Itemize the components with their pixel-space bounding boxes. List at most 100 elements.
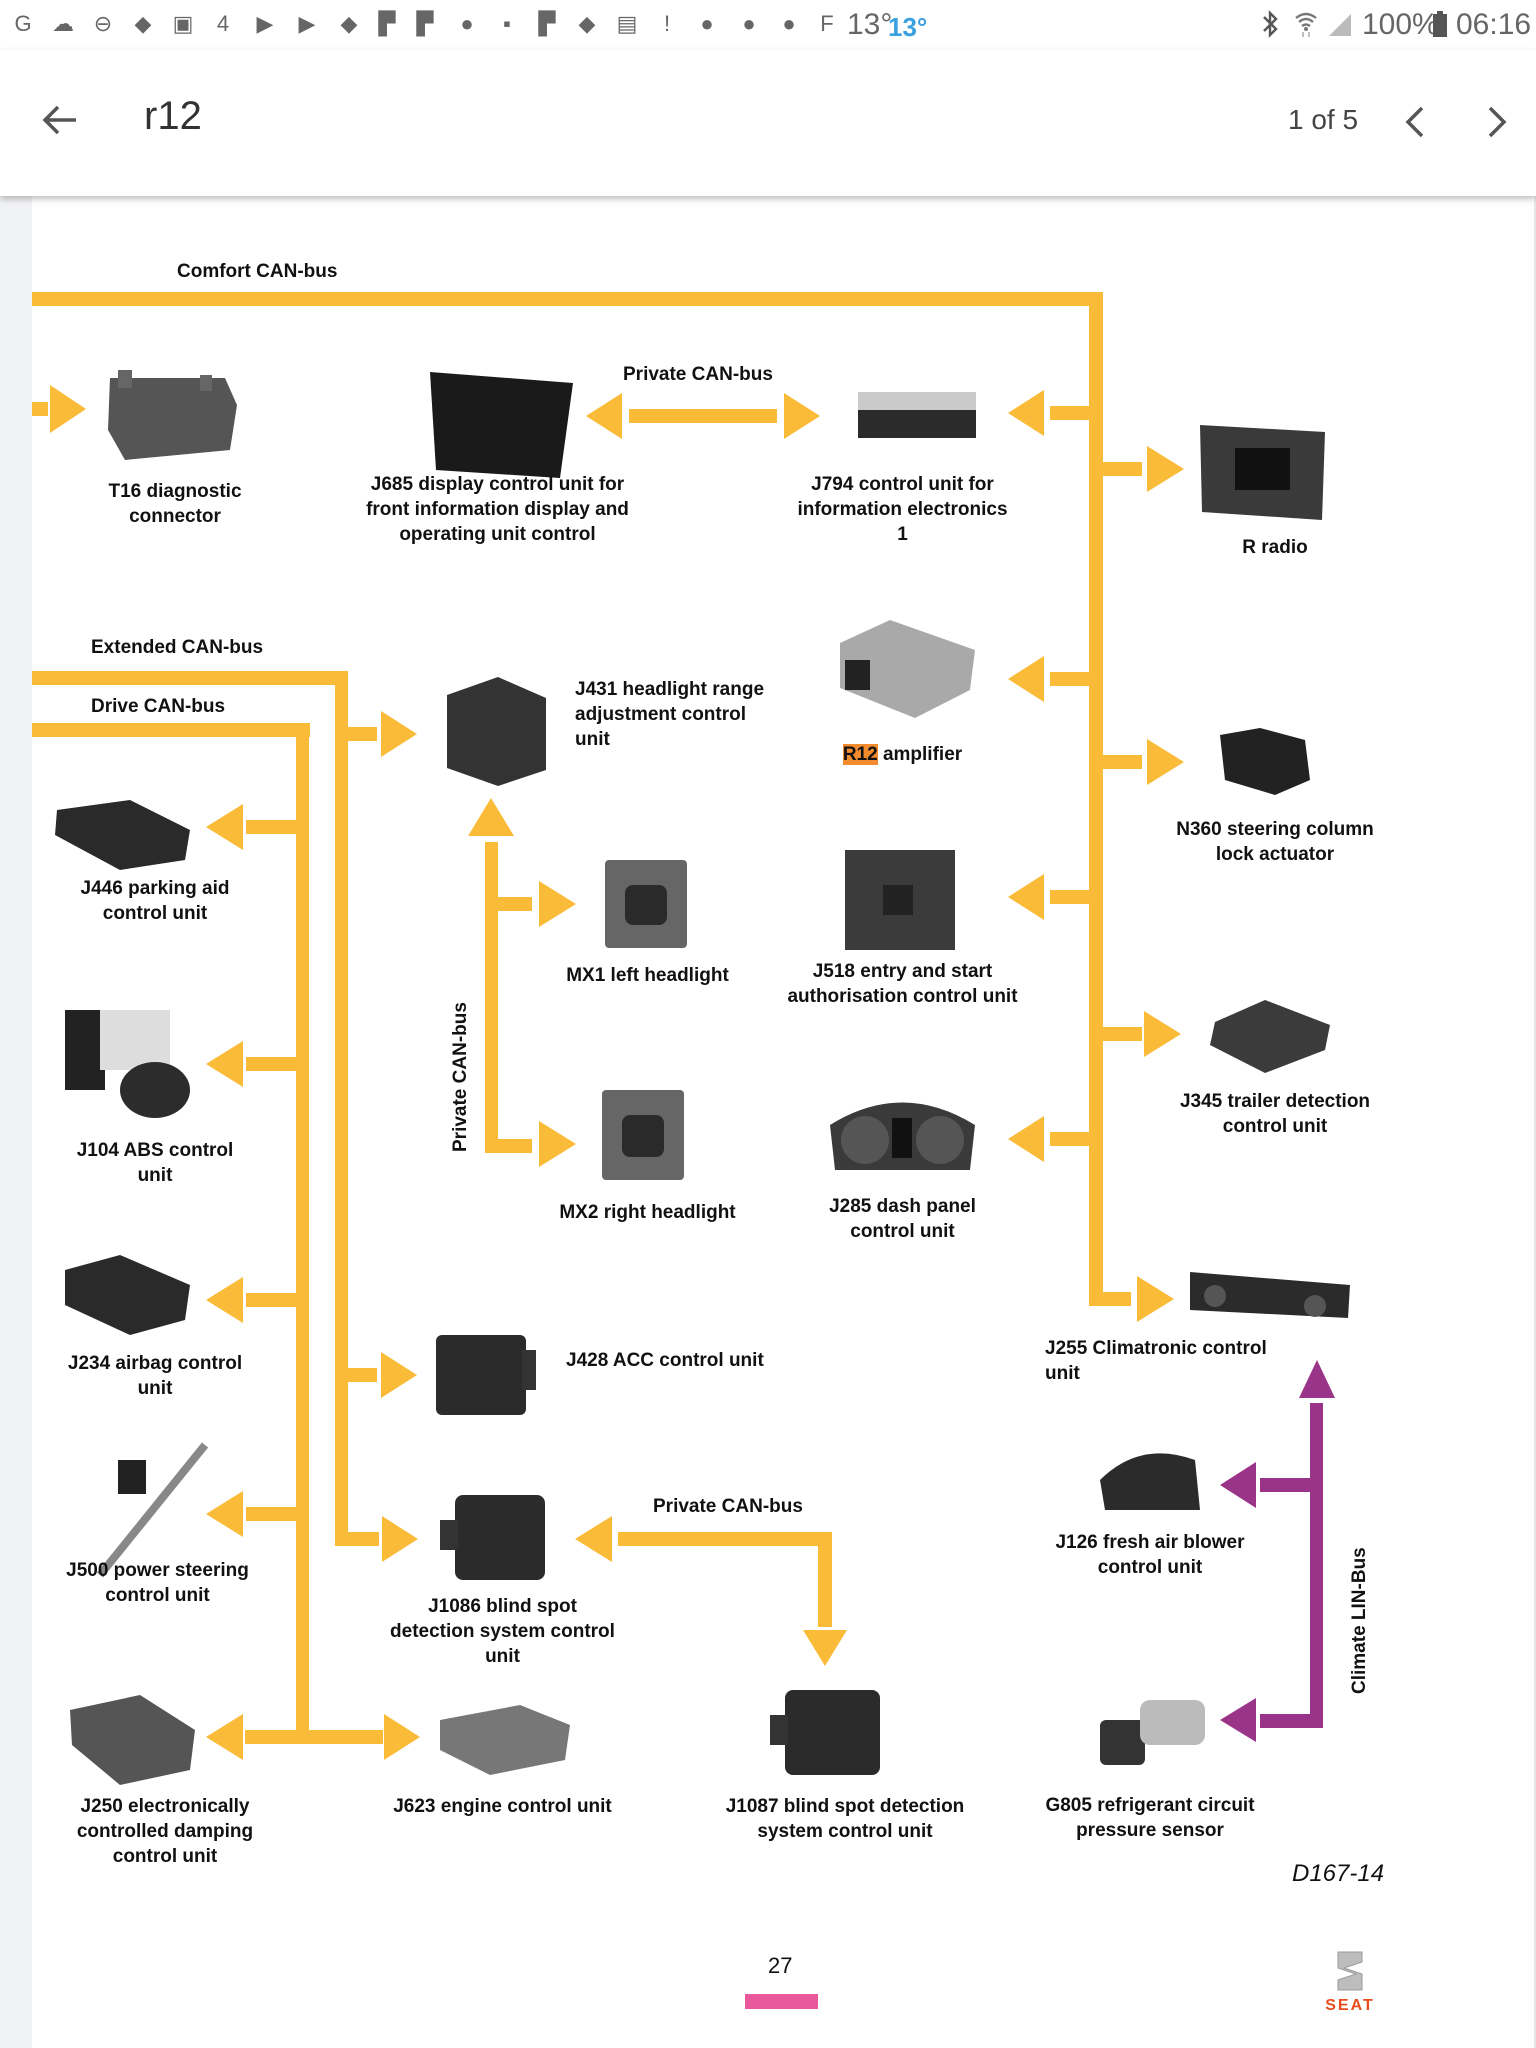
alert-message-icon: ! [663, 11, 671, 36]
climate-lin-bus-label: Climate LIN-Bus [1349, 1547, 1370, 1694]
youtube-icon: ▶ [298, 11, 316, 36]
extended-can-bus-label: Extended CAN-bus [91, 637, 264, 658]
j345-label: J345 trailer detection control unit [1179, 1091, 1371, 1137]
j518-unit-image [845, 850, 955, 950]
back-button[interactable] [40, 100, 80, 140]
private-bus-bottom-vertical [818, 1532, 832, 1627]
wifi-icon [1294, 10, 1318, 38]
forecast-icon: F [820, 11, 834, 36]
news-icon: ▤ [616, 11, 638, 36]
stub-n360 [1100, 755, 1142, 769]
j104-abs-image [65, 1010, 190, 1118]
arrow-j250 [206, 1714, 243, 1760]
app-bar: r12 1 of 5 [0, 50, 1536, 196]
r12-label-rest: amplifier [877, 744, 963, 765]
battery-percent: 100% [1362, 8, 1439, 41]
search-query-title: r12 [144, 94, 202, 138]
arrow-j1086-private [575, 1516, 612, 1562]
flipboard-icon: ▛ [416, 11, 434, 36]
private-can-bus-vertical-label: Private CAN-bus [450, 1002, 471, 1152]
j234-airbag-image [65, 1255, 190, 1335]
arrow-j1087 [803, 1630, 847, 1666]
channel4-icon: 4 [216, 11, 230, 36]
flipboard-icon: ▛ [378, 11, 396, 36]
arrow-mx1 [539, 881, 576, 927]
arrow-j623 [384, 1714, 420, 1760]
private-bus-bottom-horizontal [618, 1532, 832, 1546]
chevron-right-icon [1488, 106, 1507, 138]
arrow-j1086 [382, 1516, 418, 1562]
arrow-j104 [206, 1041, 243, 1087]
telegraph-icon: ◆ [578, 11, 596, 36]
j255-label: J255 Climatronic control unit [1045, 1338, 1267, 1384]
stub-j126 [1260, 1478, 1320, 1492]
status-bar: G☁⊖◆▣4▶▶◆▛▛●▪▛◆▤!●●●F 13° 13° 100% 06:16 [0, 0, 1536, 50]
figure-reference: D167-14 [1292, 1860, 1385, 1887]
previous-match-button[interactable] [1398, 104, 1434, 140]
location-pin-icon: ● [782, 11, 796, 36]
arrow-j685 [586, 393, 622, 439]
r12-amplifier-image [840, 620, 975, 718]
arrow-j345 [1144, 1011, 1181, 1057]
scrollbar[interactable] [1534, 196, 1536, 2048]
search-highlight: R12 [842, 744, 878, 765]
chevron-left-icon [1405, 106, 1424, 138]
arrow-mx2 [539, 1121, 576, 1167]
stub-r-radio [1100, 462, 1142, 476]
j234-label: J234 airbag control unit [67, 1353, 243, 1399]
battery-icon [1431, 10, 1449, 38]
j446-unit-image [55, 800, 190, 870]
arrow-j794 [1008, 390, 1044, 436]
arrow-j431 [381, 711, 417, 757]
arrow-j234 [206, 1277, 243, 1323]
extended-bus-vertical [335, 671, 348, 1546]
r12-label: R12 amplifier [800, 742, 1005, 767]
arrow-g805 [1220, 1698, 1256, 1742]
arrow-t16 [50, 385, 86, 433]
j431-label: J431 headlight range adjustment control … [575, 679, 765, 750]
bbc-news-icon: ▪ [503, 11, 511, 36]
stub-g805 [1260, 1714, 1323, 1728]
do-not-disturb-icon: ⊖ [93, 11, 113, 36]
stub-j518 [1050, 890, 1095, 904]
arrow-left-icon [42, 105, 76, 135]
flipboard-icon: ▛ [538, 11, 556, 36]
arrow-j446 [206, 804, 243, 850]
stub-j446 [246, 820, 300, 834]
seat-s-logo-icon [1337, 1951, 1363, 1991]
t16-label: T16 diagnostic connector [108, 481, 242, 527]
j255-climatronic-image [1190, 1272, 1350, 1318]
telegraph-icon: ◆ [340, 11, 358, 36]
j428-acc-image [436, 1335, 536, 1415]
next-match-button[interactable] [1478, 104, 1514, 140]
arrow-j255 [1137, 1276, 1174, 1322]
j250-label: J250 electronically controlled damping c… [76, 1796, 254, 1867]
drive-can-bus-label: Drive CAN-bus [91, 696, 226, 717]
weather-temperature-alt: 13° [888, 12, 928, 42]
j126-label: J126 fresh air blower control unit [1055, 1532, 1245, 1578]
j685-label: J685 display control unit for front info… [366, 474, 629, 545]
mx1-label: MX1 left headlight [566, 965, 729, 986]
j1086-label: J1086 blind spot detection system contro… [390, 1596, 615, 1667]
j250-unit-image [70, 1695, 195, 1785]
comfort-bus-horizontal [32, 292, 1103, 306]
stub-j104 [246, 1057, 300, 1071]
arrow-r-radio [1147, 446, 1184, 492]
j518-label: J518 entry and start authorisation contr… [787, 961, 1018, 1007]
youtube-icon: ▶ [256, 11, 274, 36]
n360-actuator-image [1220, 728, 1310, 795]
page-number: 27 [768, 1953, 793, 1978]
j623-label: J623 engine control unit [393, 1796, 612, 1817]
stub-j285 [1050, 1132, 1095, 1146]
location-pin-icon: ● [460, 11, 474, 36]
bluetooth-icon [1260, 10, 1280, 38]
j104-label: J104 ABS control unit [76, 1140, 234, 1186]
private-can-bus-top-label: Private CAN-bus [623, 364, 773, 385]
match-counter: 1 of 5 [1288, 104, 1359, 135]
stub-j255 [1089, 1292, 1131, 1306]
stub-t16 [32, 402, 48, 416]
seat-brand-text: SEAT [1325, 1997, 1375, 2014]
arrow-j428 [381, 1352, 417, 1398]
j794-unit-image [858, 392, 976, 438]
gallery-icon: ▣ [172, 11, 194, 36]
